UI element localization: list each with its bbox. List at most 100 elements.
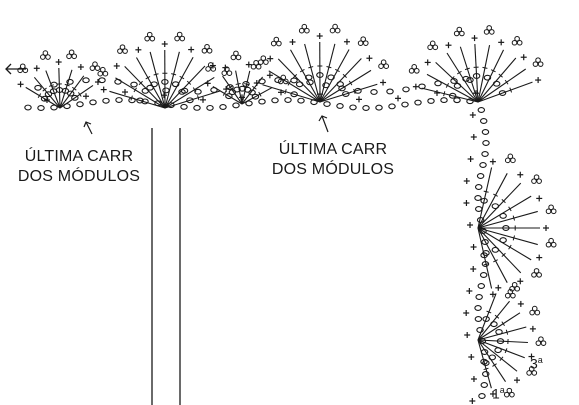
chain-stitch [310, 99, 318, 106]
chain-stitch [210, 87, 218, 93]
row-number-3: 3a [530, 355, 543, 372]
chain-stitch [323, 101, 331, 107]
chain-stitch [476, 173, 485, 179]
double-crochet [477, 339, 506, 383]
single-crochet [520, 54, 527, 61]
single-crochet [204, 80, 211, 87]
chain-stitch [495, 328, 503, 335]
picot [201, 43, 213, 54]
double-crochet [268, 70, 321, 103]
double-crochet [477, 182, 522, 229]
single-crochet [471, 35, 478, 42]
label-line-1: ÚLTIMA CARR [278, 141, 388, 158]
row-number-mark: a [537, 355, 543, 365]
picot [427, 40, 439, 51]
chain-stitch [499, 237, 507, 244]
single-crochet [356, 96, 362, 103]
single-crochet [470, 266, 477, 272]
chain-stitch [238, 85, 247, 92]
single-crochet [469, 398, 476, 404]
label-line-2: DOS MÓDULOS [271, 161, 395, 178]
chain-stitch [414, 99, 422, 106]
single-crochet [161, 92, 167, 99]
chain-stitch [76, 101, 84, 108]
fan-module [408, 25, 544, 103]
chain-stitch [474, 195, 482, 201]
chain-stitch [481, 261, 490, 267]
chain-stitch [434, 80, 442, 87]
picot [257, 55, 269, 65]
double-crochet [477, 57, 517, 103]
chain-stitch [233, 86, 241, 93]
label-line-2: DOS MÓDULOS [17, 168, 141, 185]
chain-stitch [63, 103, 71, 110]
picot [532, 57, 544, 67]
single-crochet [463, 310, 470, 316]
picot [483, 25, 495, 35]
picot [97, 66, 109, 77]
double-crochet [477, 195, 532, 229]
chain-stitch [226, 84, 234, 91]
chain-stitch [370, 89, 378, 95]
double-crochet [477, 49, 505, 103]
chain-stitch [161, 78, 169, 85]
chain-stitch [349, 104, 357, 111]
chain-stitch [474, 206, 483, 212]
double-crochet [164, 51, 180, 109]
double-crochet [149, 51, 166, 109]
chain-stitch [427, 97, 435, 104]
double-crochet [319, 58, 362, 103]
double-crochet [319, 49, 350, 103]
guide-lines [151, 128, 181, 405]
single-crochet [424, 59, 431, 66]
double-crochet [477, 227, 522, 274]
chain-stitch [488, 354, 497, 361]
chain-stitch [490, 321, 498, 328]
chain-stitch [478, 338, 487, 344]
picot [270, 36, 282, 47]
chain-stitch [480, 349, 489, 355]
chain-stitch [71, 94, 79, 101]
chain-stitch [502, 225, 510, 231]
chain-stitch [496, 338, 505, 345]
single-crochet [495, 284, 502, 291]
chain-stitch [483, 74, 492, 81]
chain-stitch [362, 105, 370, 111]
single-crochet [514, 377, 521, 384]
double-crochet [477, 45, 491, 103]
picot [17, 63, 29, 74]
fan-module [204, 50, 289, 105]
picot [526, 366, 538, 376]
chain-stitch [482, 360, 490, 366]
chain-stitch [494, 347, 502, 354]
chain-stitch [481, 239, 489, 245]
picot [144, 31, 156, 42]
chain-stitch [194, 88, 202, 95]
picot [221, 66, 233, 76]
single-crochet [316, 33, 323, 40]
chain-stitch [130, 81, 138, 88]
single-crochet [463, 178, 470, 184]
row-number-mark: a [499, 385, 505, 395]
chain-stitch [50, 104, 58, 111]
single-crochet [122, 89, 128, 96]
double-crochet [477, 300, 510, 341]
chain-stitch [448, 92, 457, 99]
picot [545, 204, 557, 215]
chain-stitch [474, 316, 483, 322]
chain-stitch [481, 151, 489, 157]
single-crochet [445, 42, 452, 49]
single-crochet [289, 38, 296, 45]
chain-stitch [477, 283, 486, 289]
single-crochet [245, 61, 252, 68]
double-crochet [477, 210, 538, 229]
double-crochet [319, 69, 372, 103]
chain-stitch [476, 327, 484, 333]
single-crochet [434, 89, 440, 96]
chain-stitch [481, 371, 490, 377]
single-crochet [366, 55, 373, 62]
side-edge-chain [463, 107, 490, 404]
picot [250, 59, 262, 70]
single-crochet [470, 376, 477, 382]
